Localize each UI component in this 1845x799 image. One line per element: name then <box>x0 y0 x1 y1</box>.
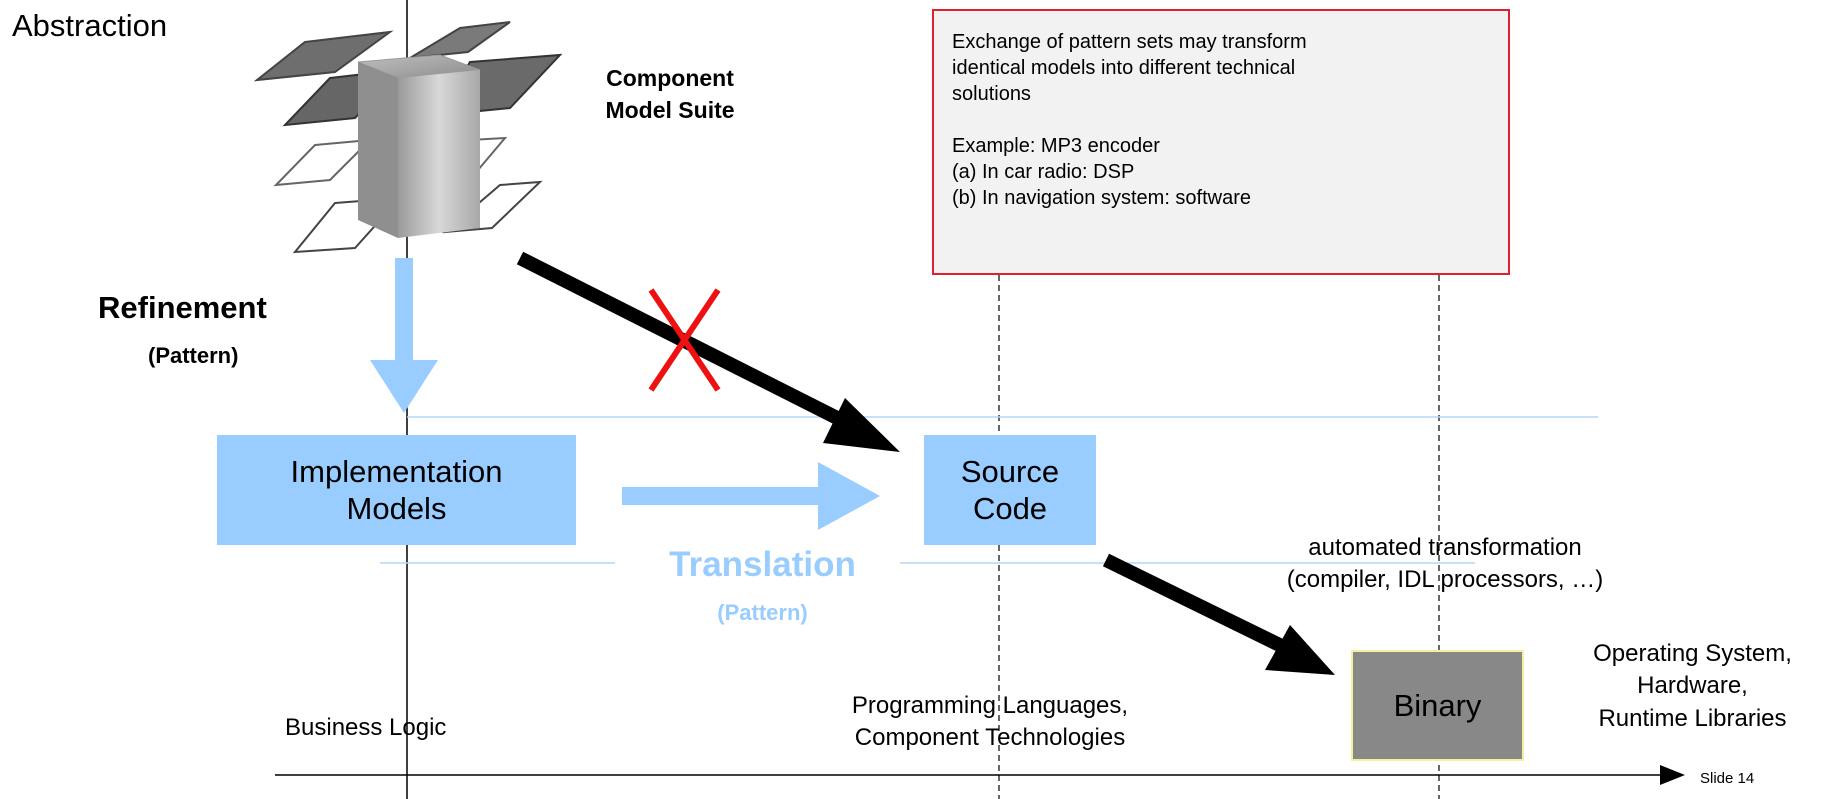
note-line-1: Exchange of pattern sets may transform <box>952 31 1307 53</box>
implementation-models-box: Implementation Models <box>217 435 576 545</box>
operating-system-label: Operating System, Hardware, Runtime Libr… <box>1593 640 1792 732</box>
component-suite-label: Component Model Suite <box>605 65 735 124</box>
note-line-3: solutions <box>952 83 1031 105</box>
refinement-subtitle: (Pattern) <box>148 343 239 368</box>
programming-languages-label: Programming Languages, Component Technol… <box>851 692 1129 752</box>
refinement-title: Refinement <box>98 290 267 325</box>
business-logic-label: Business Logic <box>285 714 447 741</box>
translation-arrow <box>622 462 880 530</box>
source-code-box: Source Code <box>924 435 1096 545</box>
layer-axis-arrowhead <box>1660 765 1685 785</box>
automated-transformation-label: automated transformation (compiler, IDL … <box>1286 534 1604 594</box>
abstraction-label: Abstraction <box>12 8 168 43</box>
note-line-6: (b) In navigation system: software <box>952 187 1252 209</box>
cross-icon <box>648 288 721 392</box>
compile-arrow <box>1102 553 1335 675</box>
note-line-4: Example: MP3 encoder <box>952 135 1160 157</box>
translation-subtitle: (Pattern) <box>717 600 808 625</box>
refinement-arrow <box>370 258 438 413</box>
direct-generation-arrow <box>516 251 900 452</box>
binary-box: Binary <box>1351 650 1524 761</box>
translation-title: Translation <box>640 545 885 585</box>
note-line-2: identical models into different technica… <box>952 57 1296 79</box>
note-line-5: (a) In car radio: DSP <box>952 161 1135 183</box>
pattern-exchange-note: Exchange of pattern sets may transform i… <box>932 9 1510 275</box>
component-suite-icon <box>253 21 563 254</box>
slide-number: Slide 14 <box>1700 770 1755 787</box>
